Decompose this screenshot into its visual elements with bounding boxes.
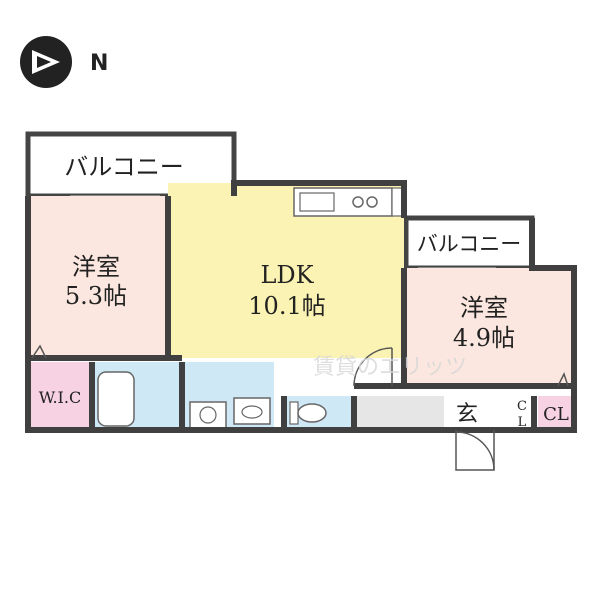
room-western-left bbox=[28, 196, 168, 358]
walls bbox=[25, 180, 577, 433]
stove-icon bbox=[352, 196, 364, 208]
room-western-right bbox=[404, 268, 574, 386]
bathtub-icon bbox=[97, 371, 135, 427]
room-ldk-name: LDK bbox=[260, 261, 314, 289]
room-wic-label: W.I.C bbox=[39, 388, 81, 407]
closet-small bbox=[510, 396, 534, 430]
washbasin-icon bbox=[233, 397, 271, 425]
door-wic bbox=[31, 344, 47, 359]
room-western-left-size: 5.3帖 bbox=[65, 282, 127, 310]
room-western-left-name: 洋室 bbox=[72, 253, 120, 281]
balcony-right: バルコニー bbox=[403, 215, 535, 271]
closet-small-label-bottom: L bbox=[518, 415, 527, 430]
door-closet bbox=[557, 372, 569, 387]
door-entrance bbox=[455, 430, 495, 471]
kitchen-counter bbox=[293, 187, 403, 217]
closet-small-label-top: C bbox=[517, 399, 527, 414]
room-entrance-label: 玄 bbox=[456, 402, 478, 427]
sink-icon bbox=[299, 192, 335, 212]
balcony-left-label: バルコニー bbox=[64, 153, 184, 181]
doors bbox=[31, 344, 569, 471]
washer-icon bbox=[189, 401, 227, 429]
toilet-icon bbox=[297, 403, 327, 423]
room-entrance bbox=[444, 396, 490, 430]
compass-label: N bbox=[90, 51, 108, 76]
balcony-right-label: バルコニー bbox=[417, 232, 522, 256]
closet-label: CL bbox=[543, 404, 569, 425]
room-wic bbox=[28, 362, 92, 430]
door-ldk bbox=[353, 347, 393, 387]
compass: N bbox=[20, 36, 108, 88]
watermark: 賃貸のエリッツ bbox=[313, 355, 467, 380]
room-western-right-name: 洋室 bbox=[460, 294, 508, 322]
room-ldk-size: 10.1帖 bbox=[248, 292, 325, 320]
room-entrance-hall bbox=[354, 396, 444, 430]
closet bbox=[538, 396, 574, 430]
room-western-right-size: 4.9帖 bbox=[453, 324, 515, 352]
